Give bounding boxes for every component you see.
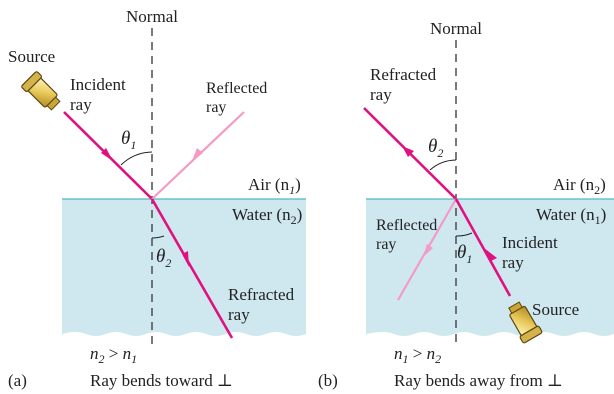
flashlight-icon: [21, 71, 61, 111]
condition-a: n2 > n1: [90, 344, 137, 366]
air-label-b: Air (n2): [553, 175, 606, 197]
panel-letter-a: (a): [8, 371, 27, 390]
incident-label-b-1: Incident: [502, 233, 558, 252]
water-label-b: Water (n1): [536, 205, 606, 227]
refracted-label-b-1: Refracted: [370, 65, 437, 84]
incident-label-a-2: ray: [70, 95, 92, 114]
water-region-a: [62, 199, 306, 336]
caption-b: Ray bends away from ⊥: [394, 371, 563, 390]
incident-arrow-a: [101, 148, 113, 161]
theta2-arc-b: [429, 159, 457, 171]
refracted-arrow-b: [402, 146, 414, 157]
source-label-b: Source: [532, 300, 579, 319]
incident-label-a-1: Incident: [70, 75, 126, 94]
theta1-arc-b: [455, 232, 473, 237]
reflected-label-b-2: ray: [376, 236, 396, 253]
reflected-label-a-2: ray: [206, 99, 226, 116]
source-label-a: Source: [8, 47, 55, 66]
reflected-arrow-b: [423, 244, 433, 257]
caption-a: Ray bends toward ⊥: [90, 371, 233, 390]
refracted-label-a-1: Refracted: [228, 285, 295, 304]
theta-top-a: θ1: [121, 128, 136, 152]
theta-bottom-b: θ1: [457, 242, 472, 266]
refracted-arrow-a: [182, 251, 189, 267]
panel-letter-b: (b): [318, 371, 338, 390]
theta-bottom-a: θ2: [156, 246, 171, 270]
refracted-label-a-2: ray: [228, 305, 250, 324]
condition-b: n1 > n2: [394, 344, 441, 366]
water-label-a: Water (n2): [232, 205, 302, 227]
flashlight-icon: [508, 301, 543, 344]
refracted-label-b-2: ray: [370, 85, 392, 104]
reflected-label-a-1: Reflected: [206, 80, 267, 97]
refracted-ray-a: [150, 198, 234, 339]
incident-ray-b: [454, 198, 512, 297]
theta-top-b: θ2: [428, 136, 443, 160]
reflected-arrow-a: [192, 148, 203, 161]
air-label-a: Air (n1): [248, 175, 301, 197]
normal-label-a: Normal: [126, 7, 178, 26]
reflected-label-b-1: Reflected: [376, 217, 437, 234]
incident-label-b-2: ray: [502, 253, 524, 272]
theta2-arc-a: [151, 235, 165, 239]
water-region-b: [366, 199, 614, 336]
panel-b: Normal Source Refracted ray Reflected ra…: [318, 19, 614, 390]
panel-a: Normal Source Incident ray Reflected ray…: [8, 7, 306, 390]
theta1-arc-a: [120, 151, 153, 166]
incident-arrow-b: [484, 248, 497, 261]
normal-label-b: Normal: [430, 19, 482, 38]
